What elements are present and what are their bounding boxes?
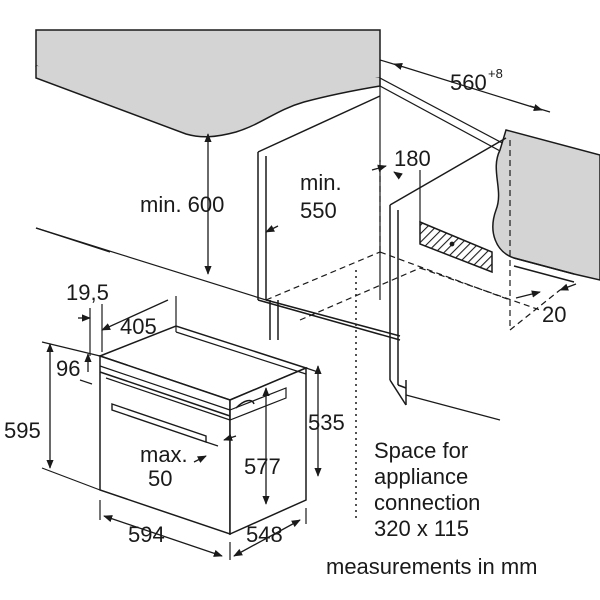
label-560-tolerance: +8 bbox=[488, 66, 503, 81]
label-space-line1: Space for bbox=[374, 438, 468, 463]
dim-line-50 bbox=[223, 433, 237, 441]
label-units-note: measurements in mm bbox=[326, 554, 538, 579]
label-space-line2: appliance bbox=[374, 464, 468, 489]
dim-line-548 bbox=[233, 519, 301, 557]
label-19-5: 19,5 bbox=[66, 280, 109, 305]
label-594: 594 bbox=[128, 522, 165, 547]
cabinet-niche bbox=[257, 95, 561, 421]
label-405: 405 bbox=[120, 314, 157, 339]
label-min-600: min. 600 bbox=[140, 192, 224, 217]
countertop-right bbox=[492, 129, 600, 283]
dim-line-405 bbox=[101, 299, 169, 331]
label-space-line3: connection bbox=[374, 490, 480, 515]
label-space-line4: 320 x 115 bbox=[374, 516, 469, 541]
countertop-left bbox=[35, 29, 381, 138]
dim-line-20 bbox=[515, 290, 541, 299]
connection-area-hatch bbox=[419, 220, 493, 274]
label-max-50-line2: 50 bbox=[148, 466, 172, 491]
dim-line-180-left bbox=[371, 164, 387, 172]
label-535: 535 bbox=[308, 410, 345, 435]
dim-line-560 bbox=[393, 62, 543, 112]
connection-point bbox=[449, 241, 455, 247]
label-180: 180 bbox=[394, 146, 431, 171]
label-577: 577 bbox=[244, 454, 281, 479]
label-595: 595 bbox=[4, 418, 41, 443]
oven-body bbox=[97, 325, 319, 536]
dim-line-594 bbox=[103, 515, 223, 557]
label-96: 96 bbox=[56, 356, 80, 381]
dim-line-550 bbox=[265, 225, 279, 233]
label-560: 560 bbox=[450, 70, 487, 95]
dim-line-180-right bbox=[393, 171, 403, 180]
label-max-50-line1: max. bbox=[140, 442, 188, 467]
label-min-550-line2: 550 bbox=[300, 198, 337, 223]
label-min-550-line1: min. bbox=[300, 170, 342, 195]
label-548: 548 bbox=[246, 522, 283, 547]
label-20: 20 bbox=[542, 302, 566, 327]
